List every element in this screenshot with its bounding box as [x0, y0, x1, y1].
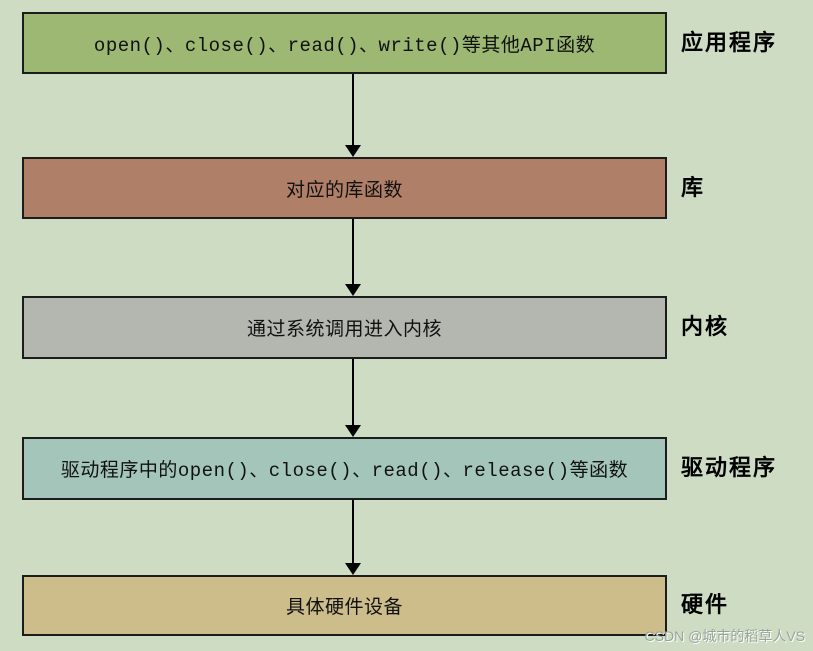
box-kernel-syscall: 通过系统调用进入内核	[22, 296, 667, 359]
box-application-api: open()、close()、read()、write()等其他API函数	[22, 12, 667, 74]
arrow-shaft	[352, 359, 354, 426]
box-hardware-device: 具体硬件设备	[22, 575, 667, 636]
label-driver: 驱动程序	[681, 455, 778, 480]
box-library-functions: 对应的库函数	[22, 157, 667, 219]
flow-arrow-driver-to-hardware	[345, 500, 361, 575]
arrow-shaft	[352, 74, 354, 146]
arrow-head-icon	[345, 425, 361, 437]
flow-arrow-app-to-library	[345, 74, 361, 157]
flow-arrow-kernel-to-driver	[345, 359, 361, 437]
flow-arrow-library-to-kernel	[345, 219, 361, 296]
box-driver-functions: 驱动程序中的open()、close()、read()、release()等函数	[22, 437, 667, 500]
arrow-shaft	[352, 219, 354, 285]
label-hardware: 硬件	[681, 592, 730, 617]
label-kernel: 内核	[681, 314, 730, 339]
arrow-head-icon	[345, 563, 361, 575]
arrow-head-icon	[345, 284, 361, 296]
arrow-head-icon	[345, 145, 361, 157]
label-library: 库	[681, 175, 706, 200]
arrow-shaft	[352, 500, 354, 564]
csdn-watermark: CSDN @城市的稻草人VS	[644, 628, 805, 644]
label-application: 应用程序	[681, 30, 778, 55]
